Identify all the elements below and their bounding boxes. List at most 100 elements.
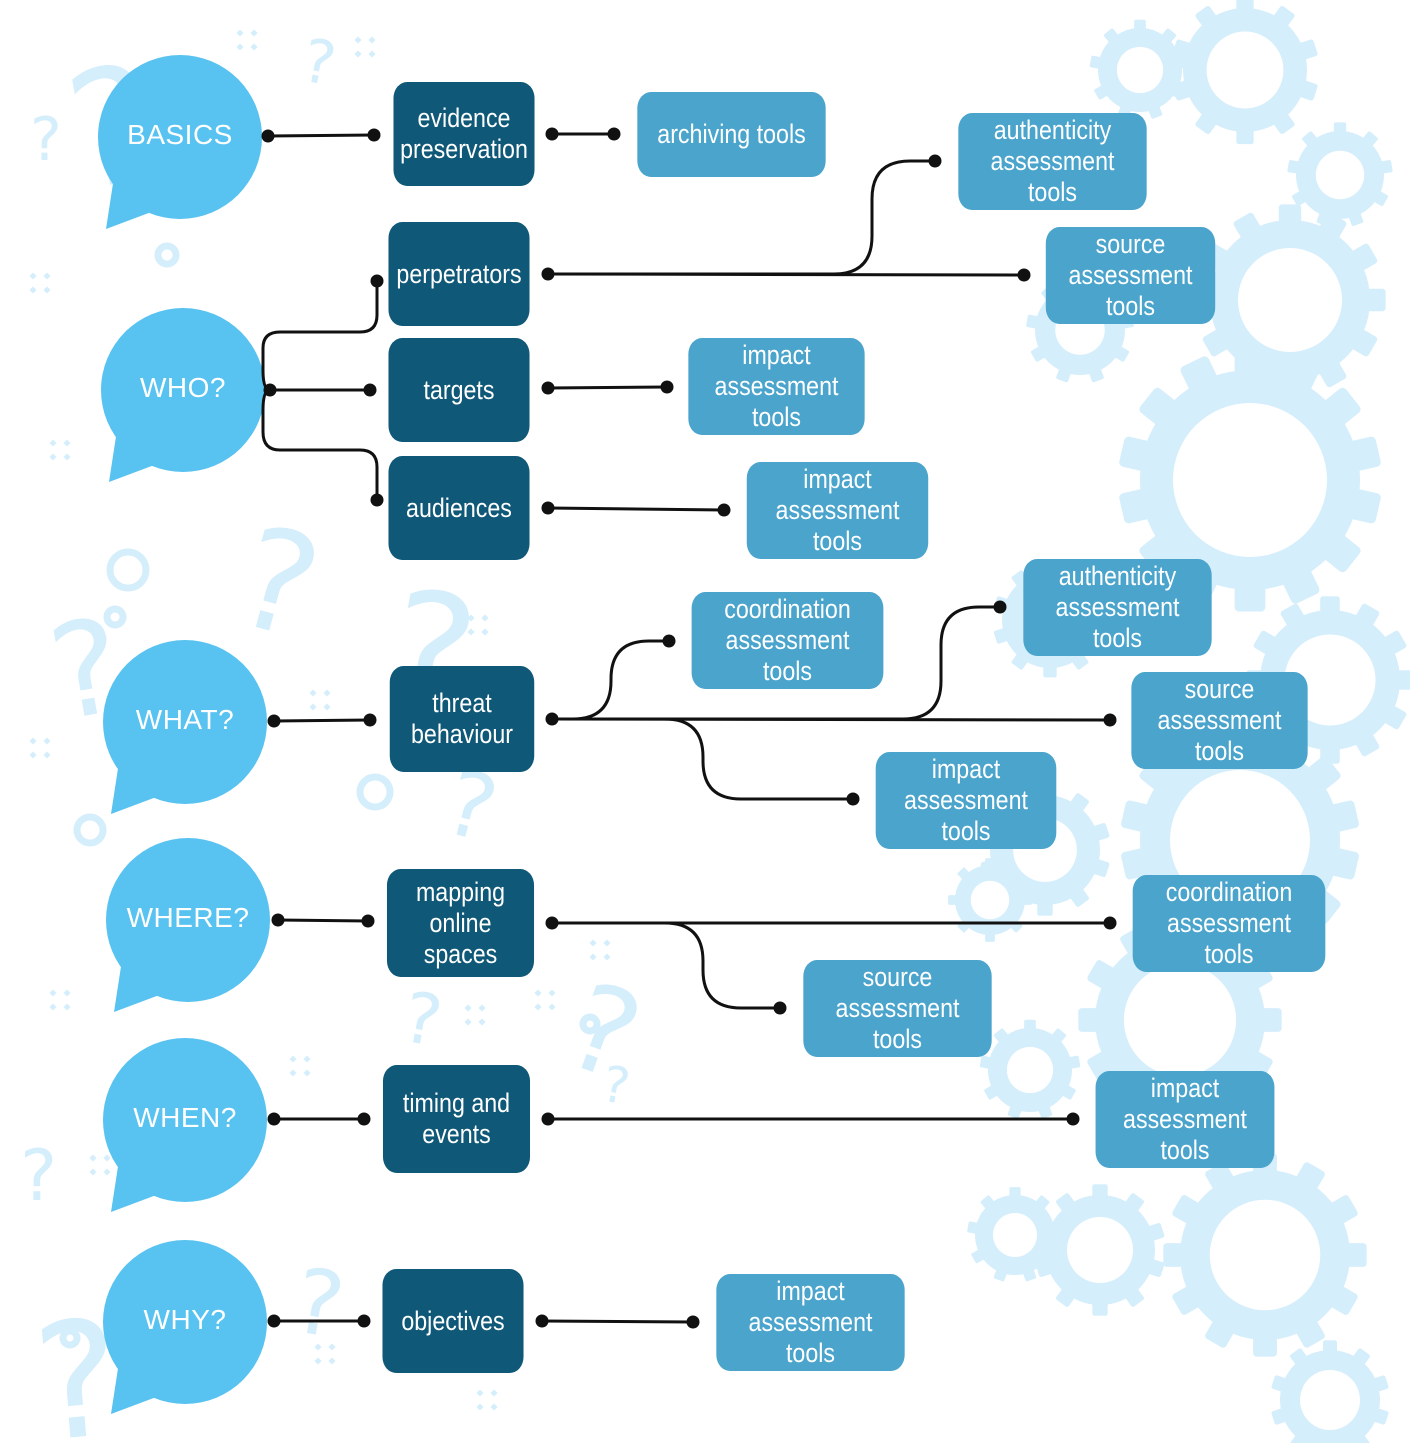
connector-what-threat xyxy=(273,718,371,723)
tool-label-line: impact xyxy=(803,464,872,494)
gear-icon xyxy=(979,1019,1081,1119)
speech-bubble-who xyxy=(101,308,265,482)
tool-label-line: assessment tools xyxy=(725,625,850,686)
connector-dot xyxy=(535,1314,549,1328)
tool-label-line: impact xyxy=(931,754,1001,784)
connector-dot xyxy=(541,267,555,281)
question-label-who: WHO? xyxy=(140,372,226,403)
speech-bubble-why xyxy=(103,1240,267,1414)
connector-dot xyxy=(686,1315,700,1329)
topic-label-line: audiences xyxy=(406,492,512,523)
tool-label-line: assessment tools xyxy=(1068,260,1193,321)
question-label-where: WHERE? xyxy=(126,902,250,933)
connector-who-audiences xyxy=(261,388,379,500)
tool-label-line: source assessment xyxy=(835,962,960,1023)
topic-label-line: mapping xyxy=(415,876,506,907)
circle-decoration xyxy=(579,1013,601,1035)
connector-dot xyxy=(261,129,275,143)
topic-label-line: timing and xyxy=(402,1088,511,1118)
speech-bubble-basics xyxy=(98,55,262,229)
gear-icon xyxy=(1163,1153,1367,1357)
connector-dot xyxy=(607,127,621,141)
tool-label-line: source xyxy=(1095,229,1166,259)
connector-dot xyxy=(370,274,384,288)
topic-label-line: perpetrators xyxy=(396,258,522,289)
tool-label-line: tools xyxy=(785,1338,836,1368)
tool-label-line: impact xyxy=(1150,1073,1220,1103)
tool-label-line: assessment tools xyxy=(1157,705,1282,766)
gear-icon xyxy=(1035,1184,1165,1316)
topic-label-line: events xyxy=(422,1119,491,1149)
connector-perpetrators-authenticity xyxy=(548,159,935,276)
topic-label-line: threat xyxy=(432,688,492,718)
connector-dot xyxy=(267,1314,281,1328)
sparkle-decoration xyxy=(467,614,489,636)
tool-label-line: assessment tools xyxy=(775,495,900,556)
connector-dot xyxy=(846,792,860,806)
topic-label-line: objectives xyxy=(401,1305,505,1336)
connector-dot xyxy=(357,1112,371,1126)
connector-dot xyxy=(541,501,555,515)
connector-dot xyxy=(541,1112,555,1126)
topic-box-audiences: audiences xyxy=(388,456,530,560)
connector-dot xyxy=(267,1112,281,1126)
tool-label-line: authenticity xyxy=(1058,561,1177,591)
connector-basics-evidence xyxy=(267,133,375,138)
circle-decoration xyxy=(59,1327,81,1349)
connector-dot xyxy=(717,503,731,517)
tool-label-line: assessment tools xyxy=(1167,908,1291,969)
connector-dot xyxy=(267,714,281,728)
connector-where-mapping xyxy=(277,918,369,923)
topic-label-line: evidence xyxy=(417,103,511,133)
connector-dot xyxy=(545,712,559,726)
connector-dot xyxy=(928,154,942,168)
tool-label-line: impact assessment xyxy=(748,1276,873,1337)
connector-dot xyxy=(370,493,384,507)
tool-label-line: coordination xyxy=(1165,877,1293,907)
connector-dot xyxy=(545,127,559,141)
sparkle-decoration xyxy=(29,272,51,294)
connector-objectives-impact xyxy=(541,1319,694,1324)
tool-label-line: tools xyxy=(872,1024,923,1054)
topic-label-line: online spaces xyxy=(423,907,498,969)
topic-label-line: targets xyxy=(423,374,495,405)
topic-label-line: behaviour xyxy=(411,719,513,749)
circle-decoration xyxy=(154,242,180,268)
speech-bubble-where xyxy=(106,838,270,1012)
sparkle-decoration xyxy=(464,1004,486,1026)
connector-dot xyxy=(367,128,381,142)
connector-threat-coordination xyxy=(552,639,669,721)
connector-dot xyxy=(357,1314,371,1328)
gear-icon xyxy=(1287,122,1393,227)
connector-dot xyxy=(541,381,555,395)
connector-audiences-impact xyxy=(547,506,725,512)
connector-dot xyxy=(1103,916,1117,930)
connector-dot xyxy=(1103,713,1117,727)
connector-dot xyxy=(363,713,377,727)
tool-label-line: impact xyxy=(742,340,811,370)
sparkle-decoration xyxy=(49,989,71,1011)
connector-dot xyxy=(271,913,285,927)
tool-label-line: assessment tools xyxy=(904,785,1028,846)
connector-dot xyxy=(361,914,375,928)
gear-icon xyxy=(1172,0,1318,145)
connector-targets-impact xyxy=(547,385,668,390)
connector-dot xyxy=(993,600,1007,614)
question-mark-icon: ? xyxy=(30,105,62,175)
